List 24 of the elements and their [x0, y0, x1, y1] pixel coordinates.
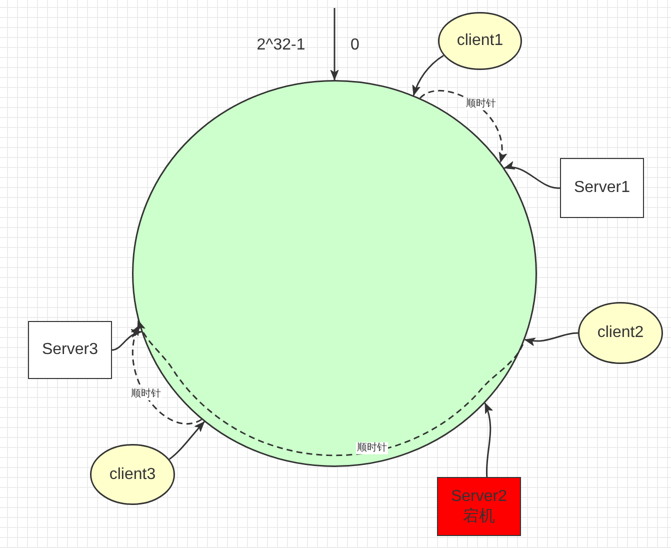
edge-label: 顺时针	[130, 388, 162, 400]
arrow	[330, 8, 339, 80]
status-text: 宕机	[463, 506, 495, 526]
dashed-arrow	[137, 320, 524, 456]
client-ellipse: client3	[90, 444, 175, 505]
client-ellipse: client2	[578, 302, 663, 364]
ring-circle	[132, 80, 537, 467]
edge-label: 顺时针	[465, 98, 497, 110]
edge-label: 顺时针	[356, 442, 388, 454]
arrow	[168, 421, 205, 460]
arrow	[504, 162, 560, 189]
client-ellipse: client1	[438, 12, 522, 70]
arrow	[112, 330, 142, 351]
arrow	[524, 332, 578, 346]
value-label: 0	[350, 35, 360, 55]
server-box: Server3	[28, 321, 112, 379]
value-label: 2^32-1	[256, 35, 306, 55]
server-name: Server2	[450, 487, 508, 506]
server-box	[437, 477, 521, 536]
dashed-arrow	[420, 90, 506, 163]
dashed-arrow	[132, 324, 202, 424]
server-box: Server1	[560, 158, 644, 218]
arrow	[484, 402, 493, 478]
arrow	[412, 54, 444, 96]
